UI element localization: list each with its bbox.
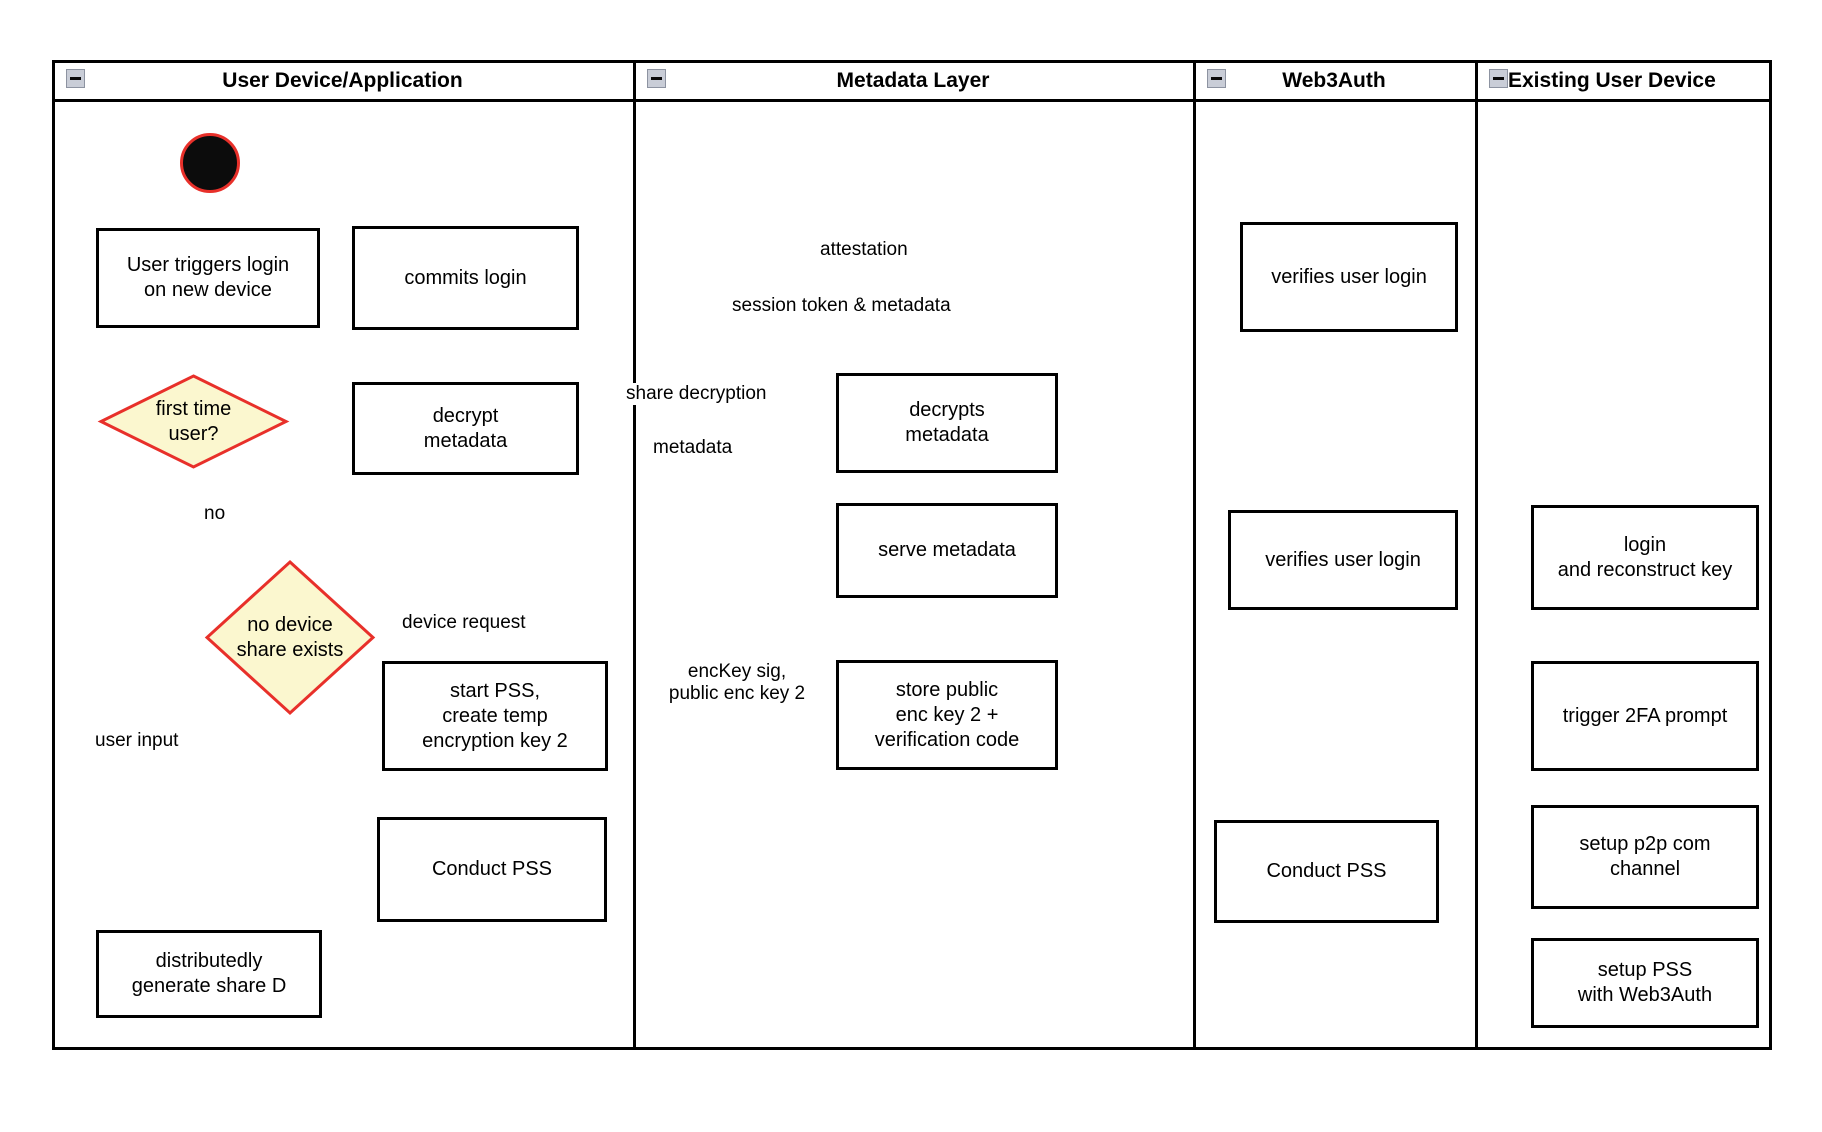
node-setup-pss-with-web3auth[interactable]: setup PSS with Web3Auth [1531,938,1759,1028]
node-decrypts-metadata[interactable]: decrypts metadata [836,373,1058,473]
node-login-and-reconstruct-key[interactable]: login and reconstruct key [1531,505,1759,610]
decision-no-device-share-exists[interactable]: no device share exists [204,559,376,716]
node-start-pss-create-temp-key[interactable]: start PSS, create temp encryption key 2 [382,661,608,771]
node-verifies-user-login-mid[interactable]: verifies user login [1228,510,1458,610]
node-store-public-enc-key[interactable]: store public enc key 2 + verification co… [836,660,1058,770]
lane-divider-1 [633,60,636,1050]
node-conduct-pss-user-device[interactable]: Conduct PSS [377,817,607,922]
edge-label-metadata: metadata [651,437,735,460]
node-conduct-pss-web3auth[interactable]: Conduct PSS [1214,820,1439,923]
swimlane-header-row [52,60,1772,102]
edge-label-session-token-metadata: session token & metadata [730,295,953,318]
start-node [180,133,240,193]
node-trigger-2fa-prompt[interactable]: trigger 2FA prompt [1531,661,1759,771]
node-commits-login[interactable]: commits login [352,226,579,330]
node-distributedly-generate-share-d[interactable]: distributedly generate share D [96,930,322,1018]
edge-label-user-input: user input [93,730,181,753]
edge-label-device-request: device request [400,612,528,635]
lane-title-user-device: User Device/Application [222,69,463,92]
decision-first-time-user[interactable]: first time user? [97,374,290,469]
edge-label-no: no [202,503,228,526]
lane-divider-2 [1193,60,1196,1050]
node-verifies-user-login-top[interactable]: verifies user login [1240,222,1458,332]
collapse-minus-icon[interactable] [1207,69,1226,88]
node-setup-p2p-com-channel[interactable]: setup p2p com channel [1531,805,1759,909]
edge-label-attestation: attestation [818,239,910,262]
lane-title-existing-device: Existing User Device [1508,69,1716,92]
lane-title-metadata: Metadata Layer [836,69,990,92]
edge-label-share-decryption: share decryption [624,383,769,406]
node-serve-metadata[interactable]: serve metadata [836,503,1058,598]
lane-title-web3auth: Web3Auth [1282,69,1386,92]
edge-label-enckey-sig: encKey sig, public enc key 2 [655,661,819,706]
lane-divider-3 [1475,60,1478,1050]
collapse-minus-icon[interactable] [1489,69,1508,88]
collapse-minus-icon[interactable] [647,69,666,88]
node-user-triggers-login[interactable]: User triggers login on new device [96,228,320,328]
collapse-minus-icon[interactable] [66,69,85,88]
node-decrypt-metadata[interactable]: decrypt metadata [352,382,579,475]
